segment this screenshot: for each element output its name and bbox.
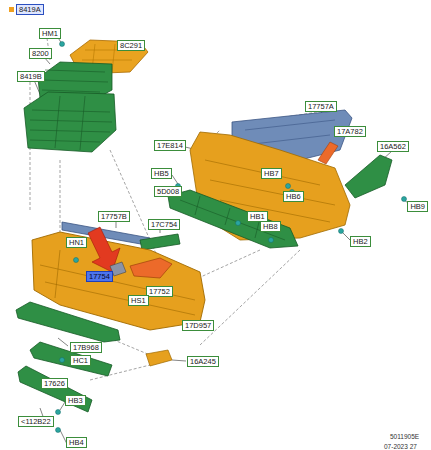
bracket [318, 142, 338, 164]
callout-number: 17752 [146, 286, 173, 297]
callout-number: 8200 [29, 48, 52, 59]
side-bracket [345, 155, 392, 198]
grille-strip [168, 190, 298, 248]
trim-strip [140, 234, 180, 250]
drawing-note: 07-2023 27 [384, 442, 417, 450]
callout-number: HC1 [70, 355, 91, 366]
lower-grille [16, 302, 120, 342]
callout-number: 16A562 [377, 141, 409, 152]
callout-number: HB4 [66, 437, 87, 448]
callout-number: HB6 [283, 191, 304, 202]
callout-number: 17754 [86, 271, 113, 282]
skid-plate [30, 342, 112, 376]
callout-number: 8419A [16, 4, 44, 15]
callout-number: 17E814 [154, 140, 186, 151]
callout-number: 17B968 [70, 342, 102, 353]
callout-number: 17757A [305, 101, 337, 112]
small-bracket [146, 350, 172, 366]
callout-number: HS1 [128, 295, 149, 306]
callout-number: 8C291 [117, 40, 145, 51]
callout-number: 8419B [17, 71, 45, 82]
callout-number: HB9 [407, 201, 428, 212]
callout-number: HB8 [260, 221, 281, 232]
callout-number: HN1 [66, 237, 87, 248]
callout-number: 17626 [41, 378, 68, 389]
callout-number: HB2 [350, 236, 371, 247]
callout-number: HM1 [39, 28, 61, 39]
grille [24, 92, 116, 152]
callout-number: HB7 [261, 168, 282, 179]
drawing-note: 5011905E [390, 432, 419, 441]
callout-number: 17D957 [182, 320, 214, 331]
callout-number: 5D008 [154, 186, 182, 197]
callout-number: HB5 [151, 168, 172, 179]
lower-deflector [18, 366, 92, 412]
fasteners [56, 42, 407, 433]
callout-number: 16A245 [187, 356, 219, 367]
marker-square [9, 7, 14, 12]
callout-number: HB3 [65, 395, 86, 406]
callout-number: 17A782 [334, 126, 366, 137]
callout-number: 17C754 [148, 219, 180, 230]
callout-number: 17757B [98, 211, 130, 222]
bracket-lower [130, 258, 172, 278]
callout-number: <112B22 [18, 416, 54, 427]
